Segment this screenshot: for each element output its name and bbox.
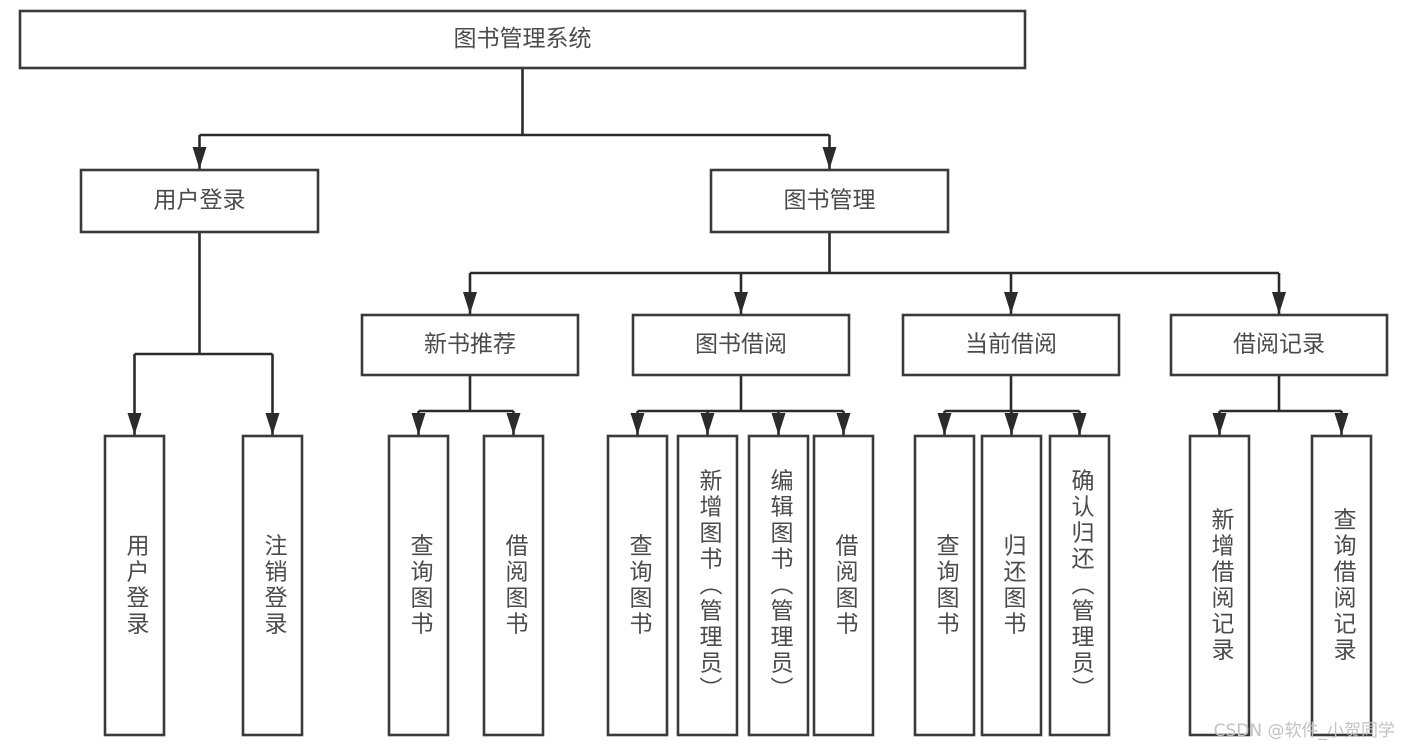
arrow-head-icon [734,292,748,314]
arrow-head-icon [1334,413,1349,435]
arrow-head-icon [411,413,426,435]
arrow-head-icon [1004,413,1019,435]
node-label: 查询图书 [406,534,434,638]
level3-node-借阅记录[interactable]: 借阅记录 [1169,313,1389,377]
leaf-node-借阅图书[interactable]: 借阅图书 [812,434,875,737]
node-label: 编辑图书（管理员） [766,469,794,703]
node-label: 借阅图书 [501,534,529,638]
arrow-head-icon [1212,413,1227,435]
leaf-node-查询图书[interactable]: 查询图书 [913,434,976,737]
node-label: 新增借阅记录 [1207,508,1235,664]
node-label: 借阅记录 [1233,332,1325,358]
connector-layer [127,68,1349,435]
node-label: 确认归还（管理员） [1067,469,1095,703]
arrow-head-icon [771,413,786,435]
arrow-head-icon [192,147,207,169]
leaf-node-用户登录[interactable]: 用户登录 [103,434,166,737]
arrow-head-icon [630,413,645,435]
arrow-head-icon [836,413,851,435]
node-label: 新书推荐 [424,332,516,358]
leaf-node-编辑图书管理员[interactable]: 编辑图书（管理员） [747,434,810,737]
leaf-node-查询图书[interactable]: 查询图书 [606,434,669,737]
leaf-node-查询图书[interactable]: 查询图书 [387,434,450,737]
node-label: 查询图书 [932,534,960,638]
arrow-head-icon [127,413,142,435]
level3-node-当前借阅[interactable]: 当前借阅 [901,313,1121,377]
arrow-head-icon [1004,292,1018,314]
node-layer: 图书管理系统用户登录图书管理新书推荐图书借阅当前借阅借阅记录用户登录注销登录查询… [18,9,1389,737]
watermark: CSDN @软件_小贺同学 [1213,721,1395,741]
node-label: 图书借阅 [695,332,787,358]
level2-node-用户登录[interactable]: 用户登录 [79,168,320,234]
node-label: 借阅图书 [831,534,859,638]
node-label: 新增图书（管理员） [695,469,723,703]
node-label: 当前借阅 [965,332,1057,358]
leaf-node-新增借阅记录[interactable]: 新增借阅记录 [1188,434,1251,737]
level3-node-新书推荐[interactable]: 新书推荐 [360,313,580,377]
level2-node-图书管理[interactable]: 图书管理 [709,168,950,234]
leaf-node-借阅图书[interactable]: 借阅图书 [482,434,545,737]
arrow-head-icon [1072,413,1087,435]
arrow-head-icon [700,413,715,435]
leaf-node-确认归还管理员[interactable]: 确认归还（管理员） [1048,434,1111,737]
node-label: 用户登录 [122,534,150,638]
node-label: 归还图书 [999,534,1027,638]
node-label: 用户登录 [154,188,246,214]
node-label: 查询借阅记录 [1329,508,1357,664]
arrow-head-icon [265,413,280,435]
node-label: 图书管理系统 [454,26,592,52]
arrow-head-icon [937,413,952,435]
node-label: 图书管理 [784,188,876,214]
root-node-图书管理系统[interactable]: 图书管理系统 [18,9,1027,70]
leaf-node-查询借阅记录[interactable]: 查询借阅记录 [1310,434,1373,737]
node-label: 查询图书 [625,534,653,638]
arrow-head-icon [506,413,521,435]
level3-node-图书借阅[interactable]: 图书借阅 [631,313,851,377]
arrow-head-icon [822,147,837,169]
leaf-node-归还图书[interactable]: 归还图书 [980,434,1043,737]
node-label: 注销登录 [260,534,288,638]
arrow-head-icon [1272,292,1286,314]
leaf-node-注销登录[interactable]: 注销登录 [241,434,304,737]
arrow-head-icon [463,292,477,314]
leaf-node-新增图书管理员[interactable]: 新增图书（管理员） [676,434,739,737]
